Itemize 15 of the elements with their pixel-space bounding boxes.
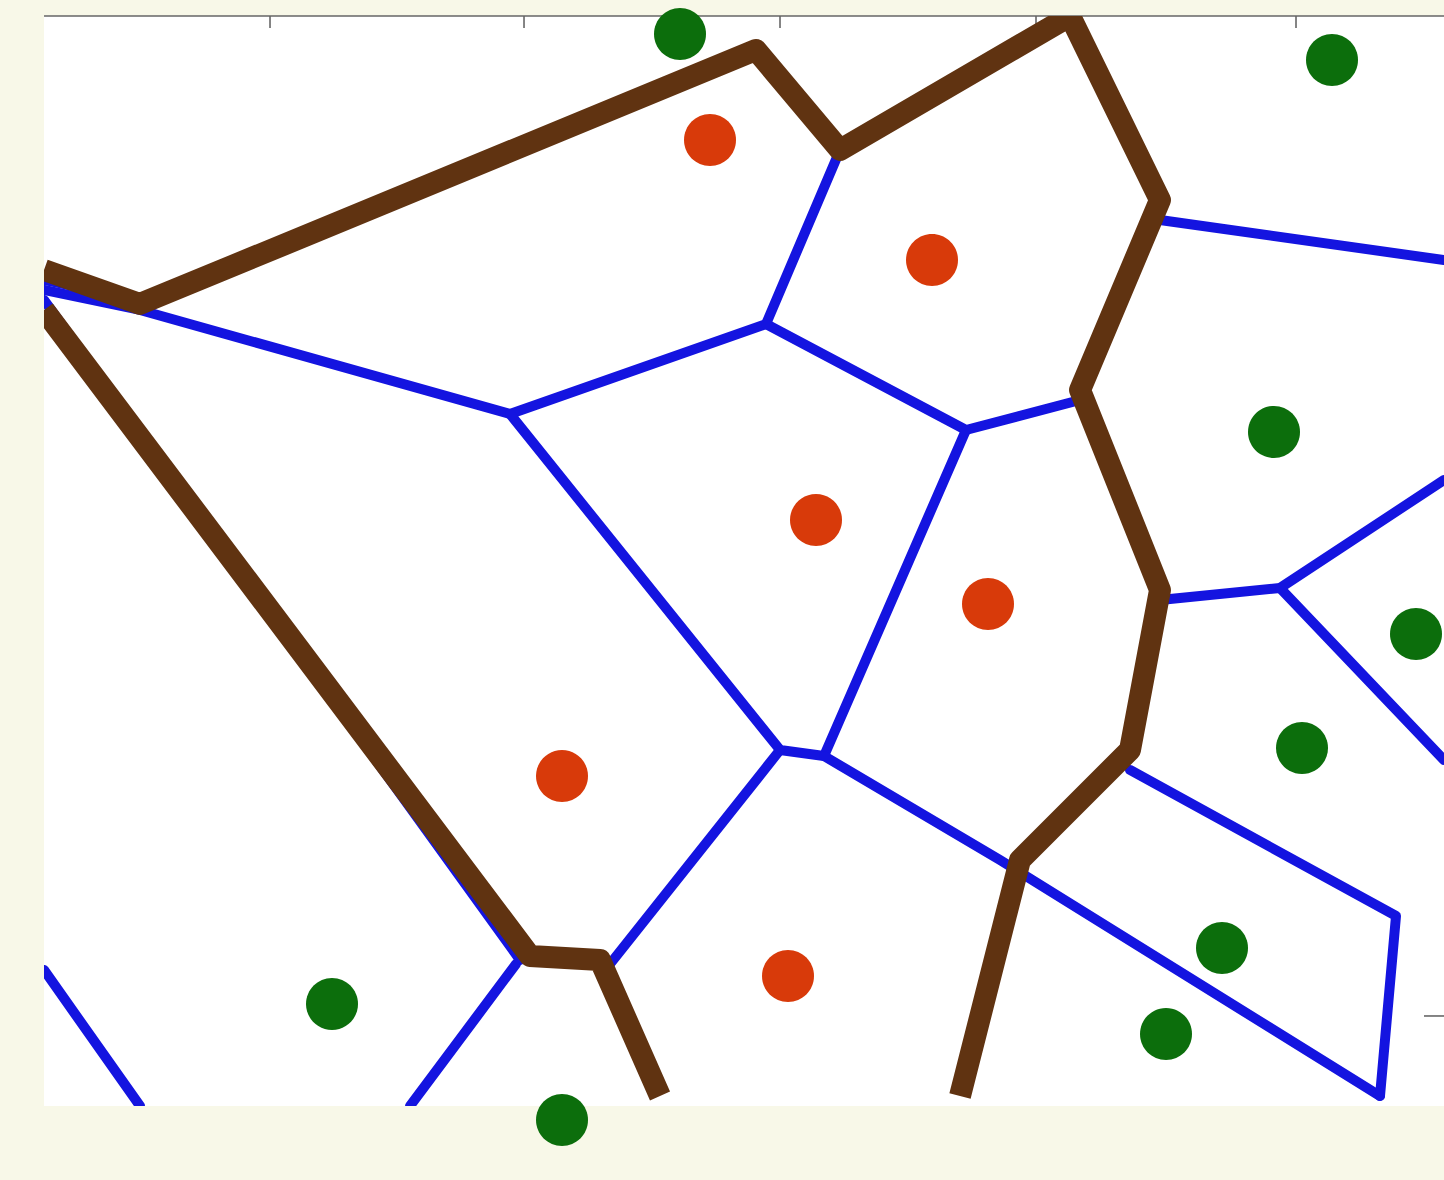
point-dot: [906, 234, 958, 286]
point-dot: [790, 494, 842, 546]
point-dot: [1306, 34, 1358, 86]
point-dot: [1248, 406, 1300, 458]
point-dot: [1390, 608, 1442, 660]
point-dot: [962, 578, 1014, 630]
point-dot: [536, 750, 588, 802]
point-dot: [536, 1094, 588, 1146]
point-dot: [306, 978, 358, 1030]
point-dot: [654, 8, 706, 60]
point-dot: [1276, 722, 1328, 774]
point-dot: [684, 114, 736, 166]
point-dot: [1196, 922, 1248, 974]
point-dot: [762, 950, 814, 1002]
point-dot: [1140, 1008, 1192, 1060]
